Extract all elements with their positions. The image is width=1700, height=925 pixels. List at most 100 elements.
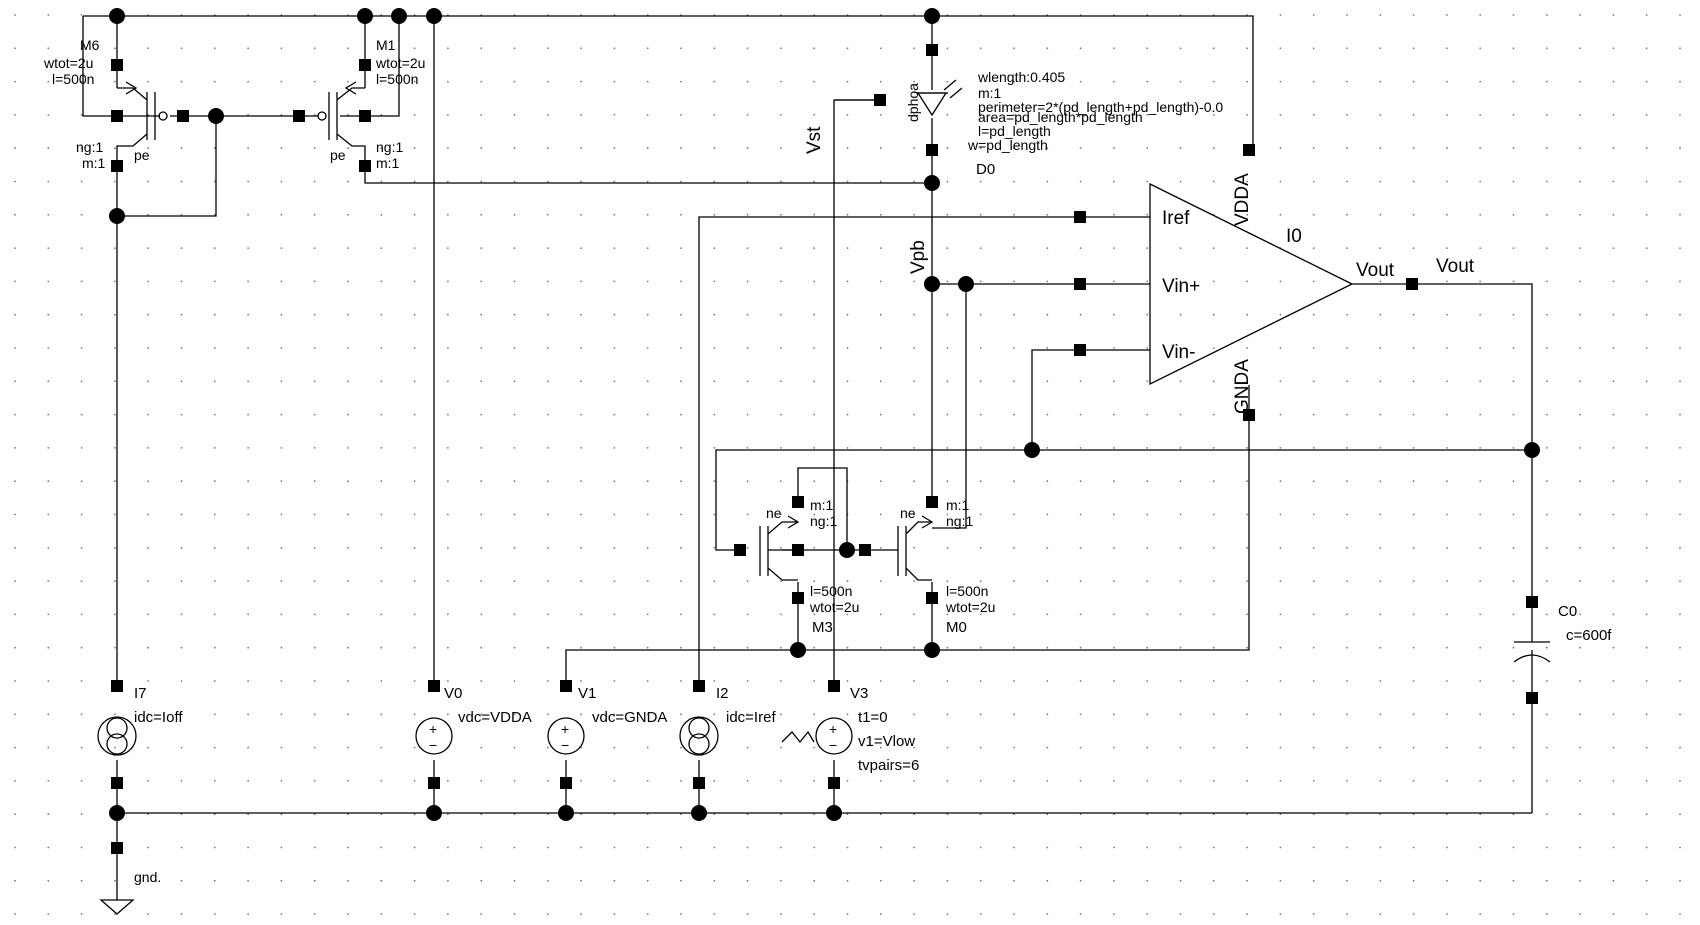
grid-dot: [1579, 746, 1581, 749]
grid-dot: [1545, 913, 1548, 915]
grid-dot: [1412, 480, 1415, 483]
grid-dot: [480, 680, 483, 682]
opamp-i0[interactable]: Iref Vin+ Vin- VDDA GNDA I0 Vout: [1149, 173, 1395, 414]
transistor-m6[interactable]: M6 wtot=2u l=500n ng:1 m:1 pe: [43, 37, 168, 171]
grid-dot: [1013, 780, 1015, 782]
grid-dot: [1412, 213, 1415, 216]
grid-dot: [1579, 114, 1581, 116]
grid-dot: [1046, 580, 1049, 582]
grid-dot: [1446, 879, 1448, 882]
grid-dot: [1512, 280, 1515, 283]
ground-symbol[interactable]: gnd.: [99, 869, 161, 915]
grid-dot: [846, 247, 849, 250]
grid-dot: [47, 780, 50, 782]
grid-dot: [1579, 380, 1581, 383]
grid-dot: [447, 513, 449, 516]
grid-dot: [1479, 913, 1482, 915]
grid-dot: [1612, 213, 1615, 216]
grid-dot: [14, 114, 16, 116]
transistor-m0[interactable]: ne m:1 ng:1 l=500n wtot=2u M0: [897, 497, 995, 636]
grid-dot: [746, 447, 749, 449]
grid-dot: [1379, 813, 1382, 816]
grid-dot: [913, 413, 915, 416]
grid-dot: [580, 813, 582, 816]
grid-dot: [1246, 47, 1248, 50]
grid-dot: [347, 780, 349, 782]
grid-dot: [1113, 80, 1115, 83]
grid-dot: [1279, 180, 1282, 183]
grid-dot: [1612, 147, 1615, 150]
grid-dot: [1312, 480, 1315, 483]
voltage-source-v1[interactable]: + − V1 vdc=GNDA: [547, 685, 667, 755]
pin-square: [792, 544, 804, 556]
grid-dot: [1579, 680, 1581, 682]
grid-dot: [1212, 746, 1215, 749]
grid-dot: [147, 347, 150, 349]
grid-dot: [1446, 413, 1448, 416]
grid-dot: [680, 180, 682, 183]
transistor-m3[interactable]: ne m:1 ng:1 l=500n wtot=2u M3: [759, 497, 859, 636]
grid-dot: [380, 913, 383, 915]
grid-dot: [713, 180, 716, 183]
grid-dot: [114, 47, 116, 50]
grid-dot: [680, 280, 682, 283]
grid-dot: [480, 114, 483, 116]
grid-dot: [713, 147, 716, 150]
wire-vinm: [1031, 349, 1150, 450]
grid-dot: [1312, 879, 1315, 882]
grid-dot: [1645, 846, 1648, 849]
junction-dot: [426, 805, 442, 821]
grid-dot: [347, 147, 349, 150]
grid-dot: [413, 546, 416, 549]
grid-dot: [347, 413, 349, 416]
grid-dot: [879, 447, 882, 449]
capacitor-c0[interactable]: C0 c=600f: [1513, 602, 1612, 663]
grid-dot: [1612, 447, 1615, 449]
grid-dot: [1046, 813, 1049, 816]
transistor-m1[interactable]: M1 wtot=2u l=500n ng:1 m:1 pe: [317, 37, 425, 171]
grid-dot: [1612, 280, 1615, 283]
current-source-i7[interactable]: I7 idc=Ioff: [97, 685, 183, 756]
grid-dot: [480, 80, 483, 83]
grid-dot: [114, 513, 116, 516]
grid-dot: [1246, 879, 1248, 882]
i0-pin-vinp: Vin+: [1162, 276, 1200, 297]
grid-dot: [447, 280, 449, 283]
grid-dot: [247, 147, 250, 150]
pin-square: [359, 110, 371, 122]
grid-dot: [213, 546, 216, 549]
grid-dot: [313, 313, 316, 316]
grid-dot: [979, 280, 982, 283]
grid-dot: [879, 213, 882, 216]
grid-dot: [1246, 680, 1248, 682]
grid-dot: [1279, 14, 1282, 16]
grid-dot: [1446, 380, 1448, 383]
photodiode-d0[interactable]: dphoa wlength:0.405 m:1 perimeter=2*(pd_…: [905, 69, 1223, 178]
grid-dot: [1346, 646, 1348, 649]
grid-dot: [780, 546, 782, 549]
grid-dot: [1279, 313, 1282, 316]
grid-dot: [114, 380, 116, 383]
grid-dot: [80, 580, 83, 582]
grid-dot: [646, 846, 649, 849]
grid-dot: [447, 114, 449, 116]
grid-dot: [447, 913, 449, 915]
grid-dot: [780, 247, 782, 250]
grid-dot: [1679, 746, 1681, 749]
grid-dot: [746, 147, 749, 150]
voltage-source-v0[interactable]: + − V0 vdc=VDDA: [415, 685, 532, 755]
grid-dot: [80, 213, 83, 216]
grid-dot: [913, 513, 915, 516]
grid-dot: [1579, 846, 1581, 849]
voltage-source-v3[interactable]: + − V3 t1=0 v1=Vlow tvpairs=6: [781, 685, 919, 774]
wires: [82, 15, 1533, 900]
current-source-i2[interactable]: I2 idc=Iref: [679, 685, 776, 756]
grid-dot: [646, 380, 649, 383]
grid-dot: [480, 480, 483, 483]
grid-dot: [380, 780, 383, 782]
wire-gnda: [565, 385, 1250, 686]
grid-dot: [1246, 780, 1248, 782]
grid-dot: [1679, 813, 1681, 816]
grid-dot: [14, 213, 16, 216]
grid-dot: [114, 413, 116, 416]
